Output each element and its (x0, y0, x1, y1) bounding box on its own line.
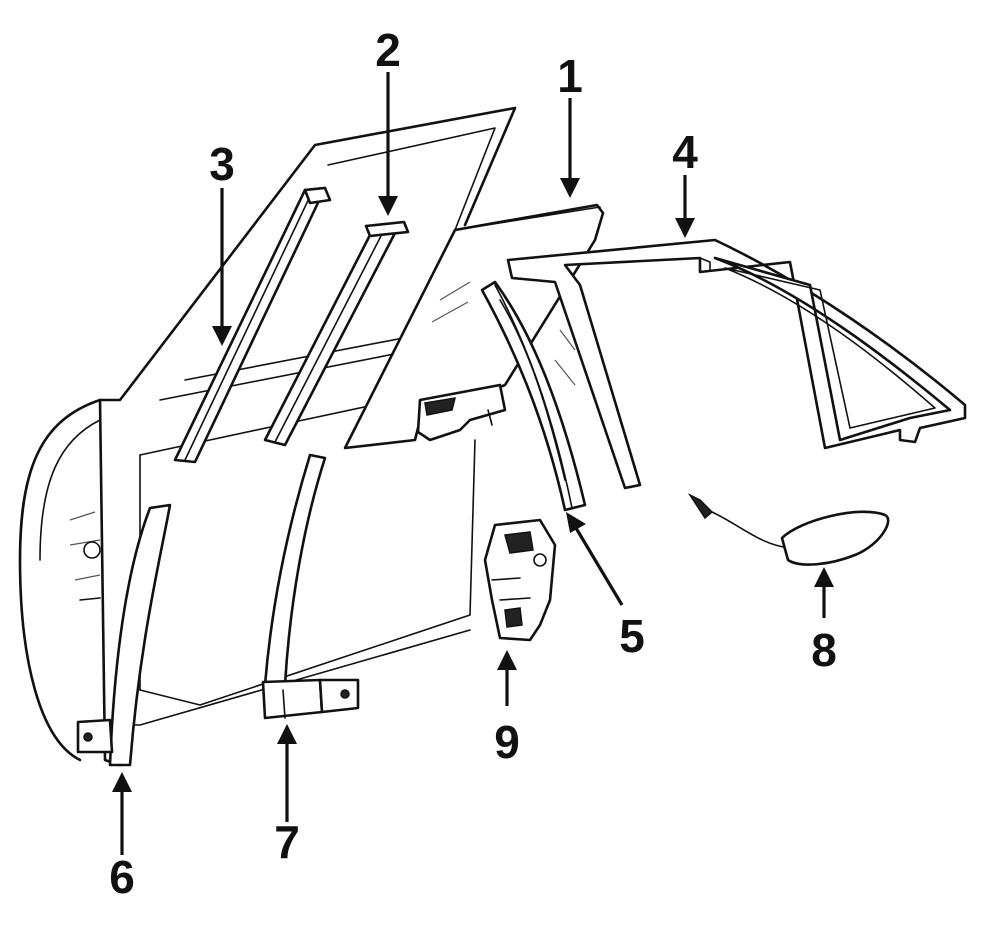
callout-5: 5 (619, 610, 645, 662)
part-2-division-channel (263, 220, 410, 447)
part-3-run-channel (173, 186, 332, 464)
part-8-handle-and-rod (687, 493, 890, 566)
part-9-lock-actuator (483, 518, 557, 642)
callout-7: 7 (274, 816, 300, 868)
callout-labels: 1 2 3 4 5 6 7 8 9 (109, 24, 837, 903)
glass-guide-bracket (416, 383, 507, 442)
arrow-5 (566, 512, 586, 533)
callout-8: 8 (811, 624, 837, 676)
arrow-1 (560, 178, 580, 198)
leader-5 (574, 527, 624, 606)
part-6-front-lower-channel (76, 503, 172, 767)
callout-6: 6 (109, 851, 135, 903)
arrow-6 (112, 772, 132, 792)
part-7-rear-lower-channel (261, 453, 360, 720)
part-5-rear-channel (480, 280, 587, 512)
callout-2: 2 (375, 24, 401, 76)
arrow-4 (675, 218, 695, 238)
leader-lines (112, 72, 834, 855)
callout-3: 3 (209, 138, 235, 190)
arrow-3 (212, 326, 232, 346)
callout-1: 1 (557, 50, 583, 102)
arrow-8 (814, 567, 834, 587)
callout-4: 4 (672, 126, 698, 178)
callout-9: 9 (494, 716, 520, 768)
arrow-2 (378, 196, 398, 216)
arrow-7 (277, 724, 297, 744)
arrow-9 (497, 650, 517, 670)
part-4-window-frame (506, 238, 967, 490)
